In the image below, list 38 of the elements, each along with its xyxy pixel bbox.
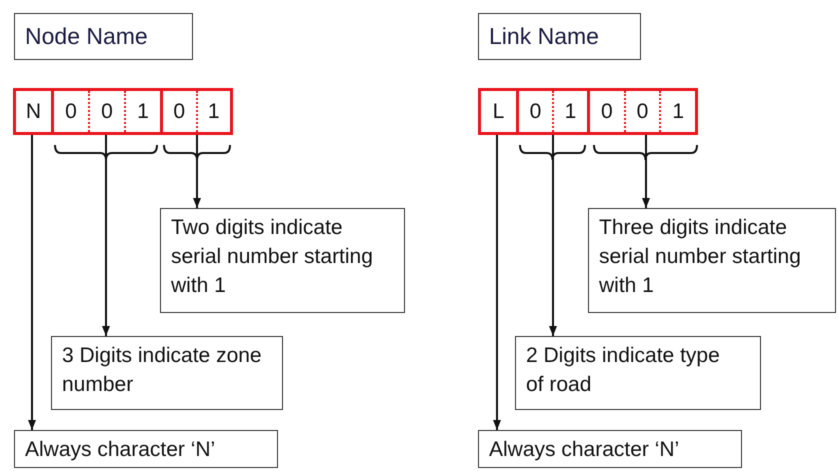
code-digit: 0	[624, 91, 660, 132]
description-box	[14, 430, 278, 468]
code-digit: 0	[88, 91, 124, 132]
code-digit: 1	[659, 91, 696, 132]
arrow	[102, 135, 110, 336]
description-text: Always character ‘N’	[489, 437, 680, 463]
code-digit: 0	[528, 98, 542, 124]
code-segment	[478, 88, 519, 135]
description-text: Always character ‘N’	[25, 437, 216, 463]
description-text: 3 Digits indicate zone number	[62, 343, 262, 398]
description-text: Three digits indicate serial number starting with 1	[599, 215, 802, 299]
description-text: Two digits indicate serial number starting with 1	[171, 215, 374, 299]
heading-text: Node Name	[25, 22, 148, 51]
code-digit: 0	[172, 98, 186, 124]
code-segment	[516, 88, 590, 135]
description-box	[160, 208, 405, 313]
code-segment	[51, 88, 163, 135]
arrow	[493, 135, 501, 430]
arrow	[549, 135, 557, 336]
code-digit: L	[492, 98, 506, 124]
code-digit: 1	[196, 91, 230, 132]
description-box	[588, 208, 836, 313]
arrow	[28, 135, 36, 430]
description-box	[51, 336, 283, 410]
description-box	[478, 430, 742, 468]
arrow	[642, 135, 650, 208]
code-segment	[587, 88, 698, 135]
code-digit: 0	[64, 98, 78, 124]
code-digit: 0	[600, 98, 614, 124]
code-segment	[160, 88, 233, 135]
heading-text: Link Name	[489, 22, 599, 51]
description-box	[515, 336, 761, 410]
code-digit: N	[24, 98, 42, 124]
description-text: 2 Digits indicate type of road	[526, 343, 721, 398]
heading-box	[478, 13, 641, 60]
heading-box	[14, 13, 193, 60]
code-segment	[13, 88, 54, 135]
arrow	[193, 135, 201, 208]
